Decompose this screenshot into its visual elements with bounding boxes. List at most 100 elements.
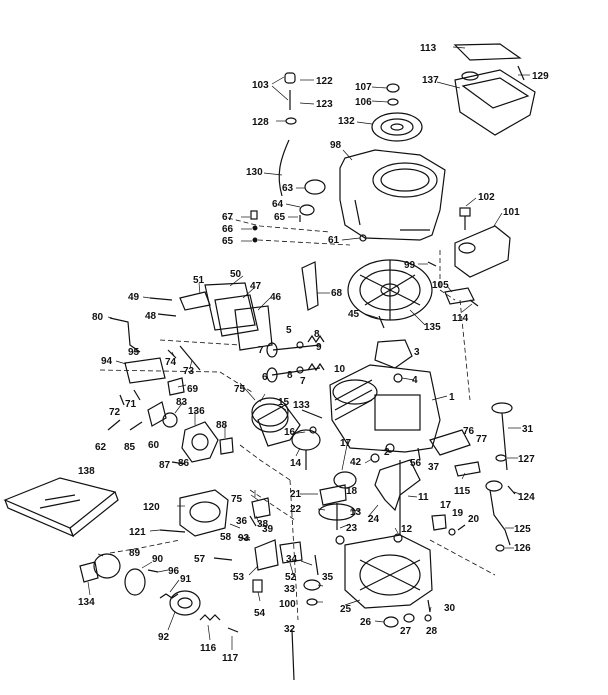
- assembly-lines: [99, 217, 496, 621]
- part-34-spring: [314, 554, 319, 576]
- callout-39: 39: [262, 524, 274, 535]
- part-63-pulley: [304, 179, 326, 195]
- callout-114: 114: [452, 313, 469, 324]
- callout-89: 89: [129, 548, 141, 559]
- part-122-knob: [284, 72, 296, 84]
- part-116-spring: [199, 614, 221, 621]
- callout-11: 11: [418, 492, 429, 503]
- part-21-cam: [319, 484, 347, 506]
- part-27-plug: [403, 613, 415, 623]
- part-71-spring: [133, 389, 141, 401]
- part-9-retainer: [296, 366, 304, 374]
- callout-62: 62: [95, 442, 107, 453]
- part-115-plate: [454, 461, 481, 477]
- part-138-filter-element: [3, 477, 119, 538]
- callout-63: 63: [282, 183, 294, 194]
- callout-53: 53: [233, 572, 245, 583]
- callout-132: 132: [338, 116, 355, 127]
- part-135-flywheel: [347, 259, 433, 321]
- callout-69: 69: [187, 384, 199, 395]
- part-37-pin: [417, 447, 421, 461]
- callout-86: 86: [178, 458, 190, 469]
- callout-99: 99: [404, 260, 416, 271]
- part-134-plate: [79, 561, 99, 583]
- part-117-screw: [227, 627, 239, 633]
- part-28-washer: [424, 614, 432, 622]
- part-45-screw: [378, 315, 385, 329]
- callout-126: 126: [514, 543, 531, 554]
- part-53-lever: [254, 539, 279, 571]
- part-49-screw: [149, 297, 173, 301]
- part-32-pin: [291, 629, 295, 681]
- callout-49: 49: [128, 292, 140, 303]
- callout-8: 8: [314, 329, 320, 340]
- part-130-spring: [278, 139, 290, 197]
- callout-42: 42: [350, 457, 362, 468]
- callout-122: 122: [316, 76, 333, 87]
- callout-9: 9: [316, 342, 322, 353]
- part-85-screw: [129, 421, 143, 431]
- callout-52: 52: [285, 572, 297, 583]
- part-number-labels: 113 129 137 107 106 132 122 103 123 128 …: [78, 43, 549, 664]
- callout-20: 20: [468, 514, 480, 525]
- callout-15: 15: [278, 397, 290, 408]
- callout-120: 120: [143, 502, 160, 513]
- callout-47: 47: [250, 281, 262, 292]
- part-94-lever: [124, 357, 166, 384]
- callout-58: 58: [220, 532, 232, 543]
- callout-10: 10: [334, 364, 346, 375]
- part-39-spring: [249, 515, 257, 527]
- callout-105: 105: [432, 280, 449, 291]
- callout-1: 1: [449, 392, 455, 403]
- callout-26: 26: [360, 617, 372, 628]
- callout-87: 87: [159, 460, 171, 471]
- callout-33: 33: [284, 584, 296, 595]
- part-69-lever: [167, 377, 185, 396]
- callout-18: 18: [346, 486, 358, 497]
- part-132-starter-pulley: [371, 112, 423, 142]
- callout-133: 133: [293, 400, 310, 411]
- callout-130: 130: [246, 167, 263, 178]
- part-102-bolt: [459, 207, 471, 230]
- part-137-fuel-tank: [454, 69, 536, 136]
- callout-103: 103: [252, 80, 269, 91]
- part-76-gasket: [429, 429, 471, 456]
- callout-61: 61: [328, 235, 340, 246]
- callout-80: 80: [92, 312, 104, 323]
- part-67-spacer: [250, 210, 258, 220]
- callout-106: 106: [355, 97, 372, 108]
- part-126-oring: [495, 544, 505, 552]
- part-42-gear: [370, 453, 380, 463]
- callout-90: 90: [152, 554, 164, 565]
- callout-93: 93: [238, 533, 250, 544]
- callout-83: 83: [176, 397, 188, 408]
- part-74-spring: [167, 349, 177, 359]
- part-89-housing: [93, 553, 121, 579]
- callout-101: 101: [503, 207, 520, 218]
- callout-96: 96: [168, 566, 180, 577]
- callout-113: 113: [420, 43, 437, 54]
- part-129-screw: [517, 65, 525, 81]
- callout-23: 23: [346, 523, 358, 534]
- part-75-rings: [251, 397, 289, 433]
- part-100-washer: [306, 598, 318, 606]
- part-57-screw: [213, 557, 233, 561]
- callout-100: 100: [279, 599, 296, 610]
- part-3-coil: [374, 339, 413, 369]
- part-51-choke: [179, 291, 211, 311]
- callout-17b: 17: [440, 500, 452, 511]
- callout-57: 57: [194, 554, 206, 565]
- callout-38: 38: [257, 519, 269, 530]
- callout-95: 95: [128, 347, 140, 358]
- callout-37: 37: [428, 462, 440, 473]
- callout-102: 102: [478, 192, 495, 203]
- part-114-screw: [469, 299, 479, 307]
- part-66-washer: [252, 225, 258, 231]
- part-16-bolt: [309, 426, 317, 434]
- part-48-screw: [157, 313, 177, 317]
- part-14-connecting-rod: [291, 429, 321, 470]
- callout-65-upper: 65: [274, 212, 286, 223]
- callout-4: 4: [412, 375, 418, 386]
- callout-137: 137: [422, 75, 439, 86]
